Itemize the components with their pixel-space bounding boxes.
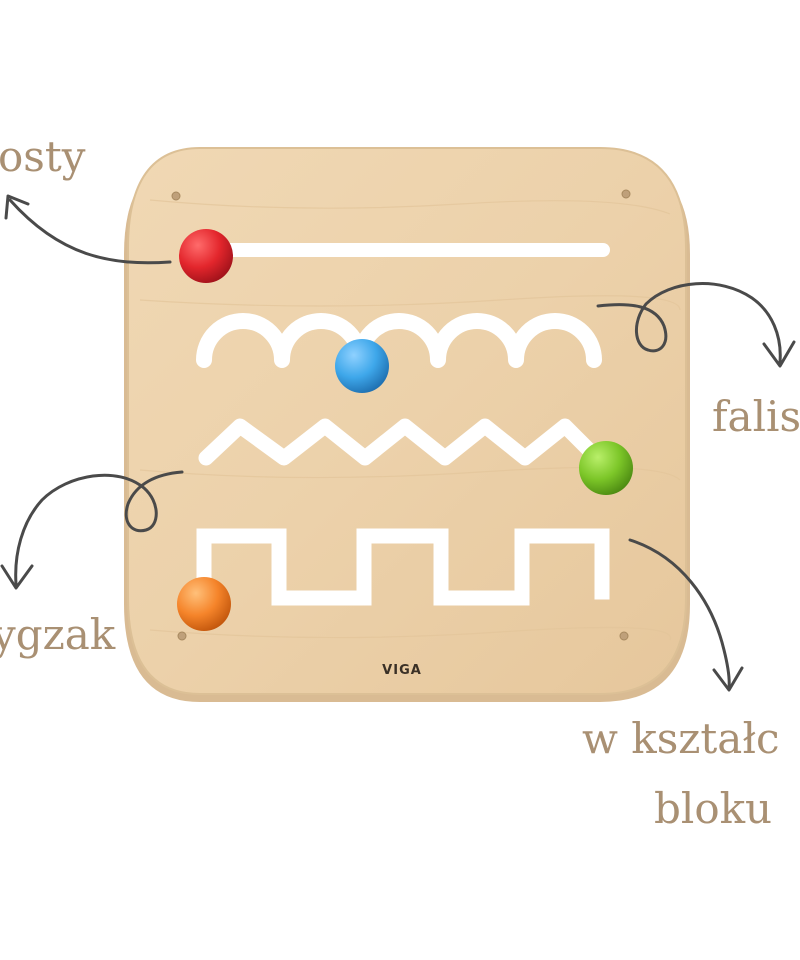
arrowhead-block [712, 666, 744, 692]
label-wavy-path: falis [712, 392, 800, 441]
arrow-zigzag [14, 470, 184, 586]
arrow-straight [8, 198, 172, 265]
screw-holes [171, 189, 631, 641]
arrowhead-zigzag [0, 564, 34, 590]
label-straight-path: osty [0, 132, 86, 181]
red-ball [179, 229, 233, 283]
arrow-block [628, 538, 731, 690]
wavy-groove [196, 313, 602, 368]
label-block-path-line1: w kształc [582, 714, 780, 763]
block-groove [196, 528, 610, 606]
green-ball [579, 441, 633, 495]
arrowhead-wavy [762, 340, 796, 368]
blue-ball [335, 339, 389, 393]
zigzag-groove [198, 418, 613, 474]
orange-ball [177, 577, 231, 631]
arrow-wavy [596, 282, 782, 364]
arrowhead-straight [4, 194, 30, 220]
brand-logo: VIGA [382, 663, 422, 678]
label-zigzag-path: ygzak [0, 610, 116, 659]
wood-grain [139, 199, 681, 641]
label-block-path-line2: bloku [654, 784, 773, 833]
